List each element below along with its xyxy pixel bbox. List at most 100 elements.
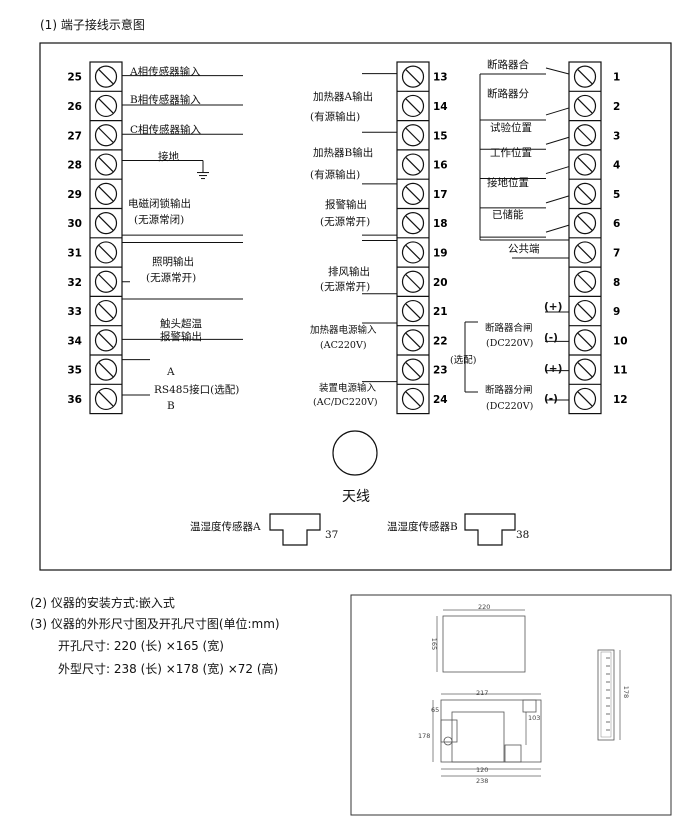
middle-screw-24 — [401, 387, 425, 411]
middle-terminal-number-23: 23 — [433, 365, 448, 377]
left-screw-25 — [94, 65, 118, 88]
front-view-hole — [443, 736, 453, 746]
right-terminal-number-1: 1 — [613, 72, 620, 84]
right-terminal-number-5: 5 — [613, 189, 620, 201]
left-screw-slot-35 — [98, 362, 114, 378]
middle-terminal-number-24: 24 — [433, 394, 448, 406]
right-screw-slot-3 — [577, 127, 593, 143]
label-a-sensor: A相传感器输入 — [130, 66, 201, 78]
sensor-b-connector — [464, 513, 516, 546]
section1-title: (1) 端子接线示意图 — [40, 18, 145, 32]
middle-screw-13 — [401, 65, 425, 88]
left-screw-slot-25 — [98, 69, 114, 85]
middle-screw-18 — [401, 212, 425, 235]
label-em-lock-note: (无源常闭) — [134, 214, 185, 226]
middle-screw-22 — [401, 329, 425, 352]
left-screw-35 — [94, 358, 118, 381]
middle-terminal-number-15: 15 — [433, 130, 448, 142]
left-screw-31 — [94, 241, 118, 264]
left-screw-slot-27 — [98, 127, 114, 143]
label-heater-b: 加热器B输出 — [313, 147, 374, 159]
label-test-position: 试验位置 — [490, 122, 532, 134]
left-screw-slot-26 — [98, 98, 114, 114]
label-breaker-close: 断路器合 — [487, 59, 529, 71]
label-fan: 排风输出 — [328, 266, 370, 278]
middle-screw-slot-18 — [405, 215, 421, 231]
dimension-panel — [350, 594, 672, 816]
middle-screw-slot-22 — [405, 332, 421, 348]
left-screw-36 — [94, 387, 118, 411]
front-view-right-tab — [522, 699, 537, 713]
front-view-bottom-tab — [504, 744, 522, 763]
label-optional: (选配) — [450, 355, 477, 366]
label-opening: 断路器分闸 — [485, 385, 533, 396]
right-terminal-number-6: 6 — [613, 218, 620, 230]
relay-switch-1 — [545, 67, 570, 75]
section2-title: (2) 仪器的安装方式:嵌入式 — [30, 596, 175, 610]
label-closing: 断路器合闸 — [485, 323, 533, 334]
right-screw-slot-4 — [577, 157, 593, 172]
label-alarm: 报警输出 — [325, 199, 367, 211]
label-ground: 接地 — [158, 151, 179, 163]
left-terminal-number-30: 30 — [67, 218, 82, 230]
left-screw-34 — [94, 329, 118, 352]
left-terminal-number-25: 25 — [67, 72, 82, 84]
middle-screw-slot-17 — [405, 186, 421, 202]
label-rs485: RS485接口(选配) — [154, 384, 240, 396]
relay-switch-5 — [545, 195, 570, 204]
label-heater-b-note: (有源输出) — [310, 169, 361, 181]
label-closing-dc: (DC220V) — [486, 338, 534, 349]
middle-screw-slot-23 — [405, 362, 421, 378]
right-terminal-number-3: 3 — [613, 130, 620, 142]
side-view-inner — [600, 651, 612, 738]
right-screw-9 — [573, 299, 597, 323]
middle-screw-14 — [401, 94, 425, 118]
label-common: 公共端 — [508, 243, 540, 255]
dim-left-height: 178 — [418, 732, 431, 740]
right-terminal-number-2: 2 — [613, 101, 620, 113]
middle-terminal-number-17: 17 — [433, 189, 448, 201]
middle-screw-slot-21 — [405, 303, 421, 319]
label-heater-a-note: (有源输出) — [310, 111, 361, 123]
dim-right-height: 103 — [528, 714, 541, 722]
label-lighting-note: (无源常开) — [146, 272, 197, 284]
left-screw-30 — [94, 212, 118, 235]
label-plus-9: (+) — [544, 301, 563, 313]
right-terminal-number-7: 7 — [613, 247, 620, 259]
left-terminal-number-32: 32 — [67, 277, 82, 289]
label-c-sensor: C相传感器输入 — [130, 124, 202, 136]
right-screw-3 — [573, 124, 597, 147]
sensor-b-label: 温湿度传感器B — [387, 521, 458, 533]
right-screw-6 — [573, 212, 597, 235]
relay-switch-6 — [545, 224, 570, 233]
antenna-label: 天线 — [342, 489, 370, 505]
cutout-size: 开孔尺寸: 220 (长) ×165 (宽) — [58, 639, 224, 653]
left-terminal-number-35: 35 — [67, 365, 82, 377]
right-screw-slot-12 — [577, 391, 593, 407]
label-plus-11: (+) — [544, 363, 563, 375]
dim-outer-length: 238 — [476, 777, 489, 785]
label-breaker-open: 断路器分 — [487, 88, 529, 100]
middle-terminal-number-22: 22 — [433, 335, 448, 347]
left-screw-slot-36 — [98, 391, 114, 407]
left-terminal-number-27: 27 — [67, 130, 82, 142]
left-screw-slot-30 — [98, 215, 114, 231]
label-contact-2: 报警输出 — [160, 331, 202, 343]
right-screw-10 — [573, 329, 597, 352]
middle-screw-20 — [401, 270, 425, 293]
section3-title: (3) 仪器的外形尺寸图及开孔尺寸图(单位:mm) — [30, 617, 280, 631]
right-screw-11 — [573, 358, 597, 381]
middle-screw-21 — [401, 299, 425, 323]
right-screw-1 — [573, 65, 597, 88]
side-view-body — [597, 649, 615, 741]
middle-terminal-number-20: 20 — [433, 277, 448, 289]
middle-screw-19 — [401, 241, 425, 264]
middle-terminal-number-21: 21 — [433, 306, 448, 318]
label-lighting: 照明输出 — [152, 256, 194, 268]
right-terminal-number-12: 12 — [613, 394, 628, 406]
right-screw-4 — [573, 153, 597, 176]
left-screw-27 — [94, 124, 118, 147]
sensor-a-connector — [269, 513, 321, 546]
right-screw-slot-8 — [577, 274, 593, 290]
